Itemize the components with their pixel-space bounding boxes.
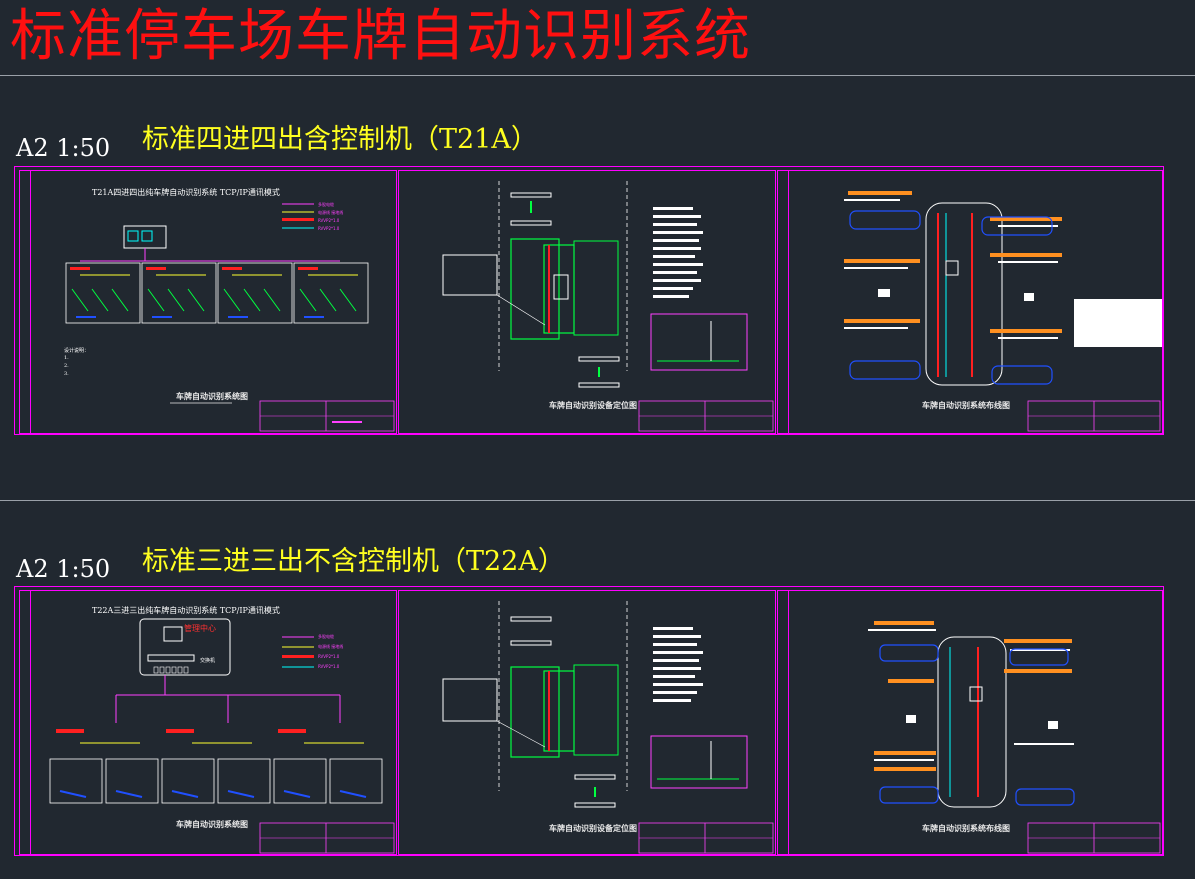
positioning-caption: 车牌自动识别设备定位图 bbox=[549, 400, 637, 410]
panel-binding-strip bbox=[778, 171, 789, 433]
topology-title: T21A四进四出纯车牌自动识别系统 TCP/IP通讯模式 bbox=[92, 188, 280, 197]
divider-top bbox=[0, 75, 1195, 76]
panel-binding-strip bbox=[20, 171, 31, 433]
topology-drawing bbox=[49, 618, 395, 854]
section-1-title: 标准四进四出含控制机（T21A） bbox=[142, 124, 538, 155]
legend-item-2: 电源线 接地线 bbox=[318, 644, 344, 649]
section-2-wiring-panel[interactable]: 车牌自动识别系统布线图 bbox=[777, 590, 1163, 855]
section-1-topology-panel[interactable]: T21A四进四出纯车牌自动识别系统 TCP/IP通讯模式 多股电缆 电源线 接地… bbox=[19, 170, 397, 434]
panel-binding-strip bbox=[778, 591, 789, 854]
topology-title: T22A三进三出纯车牌自动识别系统 TCP/IP通讯模式 bbox=[92, 606, 280, 615]
legend-item-4: RVVP2*1.0 bbox=[318, 226, 340, 231]
legend-item-4: RVVP2*1.0 bbox=[318, 664, 340, 669]
topology-caption: 车牌自动识别系统图 bbox=[176, 819, 248, 829]
section-2-positioning-panel[interactable]: 车牌自动识别设备定位图 bbox=[398, 590, 776, 855]
legend-item-1: 多股电缆 bbox=[318, 202, 334, 207]
panel-binding-strip bbox=[20, 591, 31, 854]
design-note-2: 2. bbox=[64, 363, 69, 369]
management-center-label: 管理中心 bbox=[184, 624, 216, 633]
page-title: 标准停车场车牌自动识别系统 bbox=[10, 4, 751, 69]
switch-label: 交换机 bbox=[200, 658, 216, 664]
positioning-caption: 车牌自动识别设备定位图 bbox=[549, 823, 637, 833]
topology-caption: 车牌自动识别系统图 bbox=[176, 391, 248, 401]
positioning-drawing bbox=[442, 601, 774, 854]
topology-drawing bbox=[65, 203, 395, 432]
section-2-frame bbox=[14, 586, 1164, 856]
design-note-1: 1. bbox=[64, 355, 69, 361]
section-2-title: 标准三进三出不含控制机（T22A） bbox=[142, 546, 565, 577]
wiring-drawing bbox=[868, 621, 1161, 854]
legend-item-3: RVVP2*1.0 bbox=[318, 654, 340, 659]
legend-item-2: 电源线 接地线 bbox=[318, 210, 344, 215]
section-2-topology-panel[interactable]: T22A三进三出纯车牌自动识别系统 TCP/IP通讯模式 管理中心 交换机 多股… bbox=[19, 590, 397, 855]
section-1-positioning-panel[interactable]: 车牌自动识别设备定位图 bbox=[398, 170, 776, 434]
divider-middle bbox=[0, 500, 1195, 501]
section-2-scale: A2 1:50 bbox=[16, 555, 111, 583]
legend-item-1: 多股电缆 bbox=[318, 634, 334, 639]
positioning-drawing bbox=[442, 181, 774, 432]
wiring-caption: 车牌自动识别系统布线图 bbox=[922, 400, 1010, 410]
section-1-scale: A2 1:50 bbox=[16, 134, 111, 162]
design-notes-heading: 设计说明： bbox=[64, 348, 90, 354]
design-note-3: 3. bbox=[64, 371, 69, 377]
wiring-caption: 车牌自动识别系统布线图 bbox=[922, 823, 1010, 833]
wiring-drawing bbox=[844, 191, 1162, 432]
section-1-frame bbox=[14, 166, 1164, 435]
section-1-wiring-panel[interactable]: 车牌自动识别系统布线图 bbox=[777, 170, 1163, 434]
legend-item-3: RVVP2*1.0 bbox=[318, 218, 340, 223]
